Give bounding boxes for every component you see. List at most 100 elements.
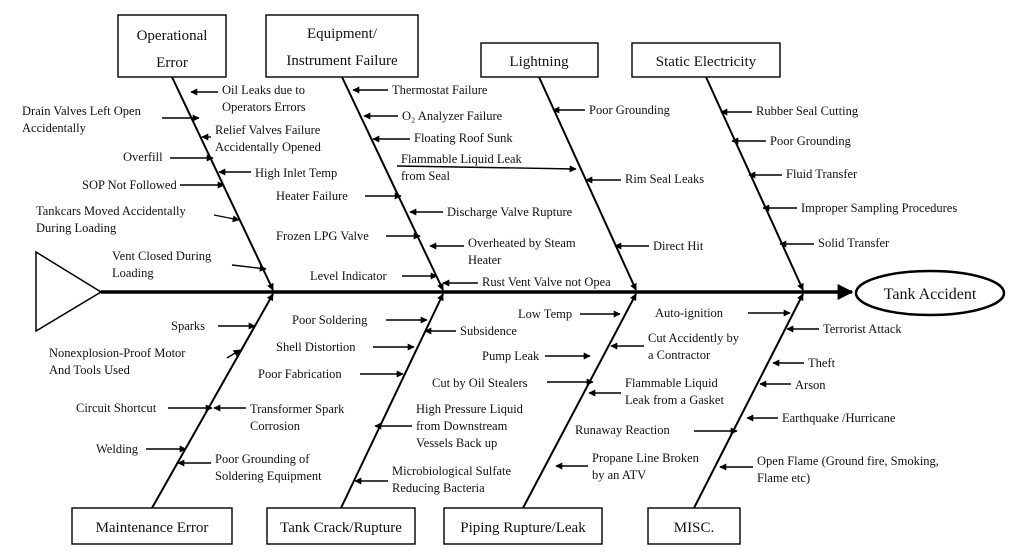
cause-equipment-7: Frozen LPG Valve — [276, 229, 421, 243]
cause-tank-2: Subsidence — [424, 324, 517, 338]
category-box-piping: Piping Rupture/Leak — [443, 507, 603, 545]
cause-operational-4: Overfill — [123, 150, 214, 164]
cause-equipment-1: Thermostat Failure — [352, 83, 488, 97]
bone-piping — [522, 293, 637, 509]
cause-piping-4: Cut by Oil Stealers — [432, 376, 594, 390]
cause-label: Soldering Equipment — [215, 469, 322, 483]
cause-label: Drain Valves Left Open — [22, 104, 142, 118]
cause-label: Vent Closed During — [112, 249, 212, 263]
cause-label: Solid Transfer — [818, 236, 890, 250]
cause-label: Level Indicator — [310, 269, 388, 283]
cause-label: a Contractor — [648, 348, 711, 362]
cause-label: Circuit Shortcut — [76, 401, 157, 415]
cause-static-5: Solid Transfer — [779, 236, 890, 250]
cause-label: by an ATV — [592, 468, 646, 482]
cause-label: High Inlet Temp — [255, 166, 337, 180]
cause-maintenance-1: Sparks — [171, 319, 256, 333]
category-label-tank: Tank Crack/Rupture — [280, 520, 402, 536]
category-label-operational-l2: Error — [156, 55, 188, 71]
cause-static-2: Poor Grounding — [731, 134, 852, 148]
cause-label: Auto-ignition — [655, 306, 724, 320]
category-label-operational-l1: Operational — [137, 28, 208, 44]
cause-label: Loading — [112, 266, 154, 280]
cause-label: Heater Failure — [276, 189, 348, 203]
category-box-misc: MISC. — [647, 507, 741, 545]
cause-misc-6: Open Flame (Ground fire, Smoking,Flame e… — [719, 454, 939, 485]
effect-ellipse — [854, 269, 1006, 317]
category-box-static: Static Electricity — [631, 42, 781, 78]
bone-maintenance — [151, 293, 274, 509]
cause-label: Terrorist Attack — [823, 322, 902, 336]
cause-label: Accidentally — [22, 121, 87, 135]
cause-label: Fluid Transfer — [786, 167, 858, 181]
cause-piping-2: Pump Leak — [482, 349, 591, 363]
cause-misc-3: Theft — [772, 356, 836, 370]
cause-misc-2: Terrorist Attack — [786, 322, 902, 336]
cause-label: Frozen LPG Valve — [276, 229, 369, 243]
cause-label: Vessels Back up — [416, 436, 497, 450]
category-box-equipment: Equipment/ Instrument Failure — [265, 14, 419, 78]
cause-label: Heater — [468, 253, 502, 267]
cause-label: Sparks — [171, 319, 205, 333]
cause-label: Floating Roof Sunk — [414, 131, 513, 145]
cause-label: Poor Grounding — [770, 134, 852, 148]
cause-arrow — [226, 349, 241, 359]
category-label-lightning: Lightning — [509, 54, 569, 70]
cause-label: Rubber Seal Cutting — [756, 104, 859, 118]
category-box-maintenance: Maintenance Error — [71, 507, 233, 545]
category-label-equipment-l2: Instrument Failure — [286, 53, 398, 69]
category-label-misc: MISC. — [674, 520, 714, 536]
cause-misc-1: Auto-ignition — [655, 306, 791, 320]
category-label-static: Static Electricity — [656, 54, 757, 70]
cause-lightning-2: Rim Seal Leaks — [585, 172, 704, 186]
category-box-lightning: Lightning — [480, 42, 599, 78]
cause-label: Discharge Valve Rupture — [447, 205, 573, 219]
category-label-piping: Piping Rupture/Leak — [460, 520, 586, 536]
cause-arrow — [213, 214, 240, 223]
cause-label: Corrosion — [250, 419, 301, 433]
cause-label: Overheated by Steam — [468, 236, 576, 250]
category-label-equipment-l1: Equipment/ — [307, 26, 378, 42]
cause-label: And Tools Used — [49, 363, 131, 377]
cause-label: Low Temp — [518, 307, 572, 321]
cause-label: Accidentally Opened — [215, 140, 322, 154]
cause-label: Theft — [808, 356, 836, 370]
cause-label: Rust Vent Valve not Opea — [482, 275, 611, 289]
cause-label: Welding — [96, 442, 139, 456]
cause-equipment-5: Heater Failure — [276, 189, 402, 203]
cause-label: During Loading — [36, 221, 117, 235]
cause-piping-3: Cut Accidently by a Contractor — [610, 331, 740, 362]
cause-equipment-2: O₂ Analyzer Failure — [363, 109, 503, 123]
cause-label: Direct Hit — [653, 239, 704, 253]
cause-label: Poor Grounding — [589, 103, 671, 117]
cause-lightning-3: Direct Hit — [614, 239, 704, 253]
cause-label: Reducing Bacteria — [392, 481, 485, 495]
cause-label: Shell Distortion — [276, 340, 356, 354]
category-box-tank: Tank Crack/Rupture — [266, 507, 416, 545]
cause-static-1: Rubber Seal Cutting — [720, 104, 859, 118]
cause-operational-6: SOP Not Followed — [82, 178, 225, 192]
effect-label: Tank Accident — [884, 286, 977, 303]
cause-label: Flame etc) — [757, 471, 810, 485]
cause-static-3: Fluid Transfer — [748, 167, 858, 181]
cause-label: O₂ Analyzer Failure — [402, 109, 503, 123]
cause-label: Cut Accidently by — [648, 331, 740, 345]
cause-label: Poor Soldering — [292, 313, 368, 327]
cause-label: Pump Leak — [482, 349, 540, 363]
cause-label: Arson — [795, 378, 826, 392]
cause-label: Overfill — [123, 150, 163, 164]
cause-label: Earthquake /Hurricane — [782, 411, 896, 425]
cause-label: Transformer Spark — [250, 402, 345, 416]
cause-label: from Seal — [401, 169, 450, 183]
cause-misc-4: Arson — [759, 378, 826, 392]
